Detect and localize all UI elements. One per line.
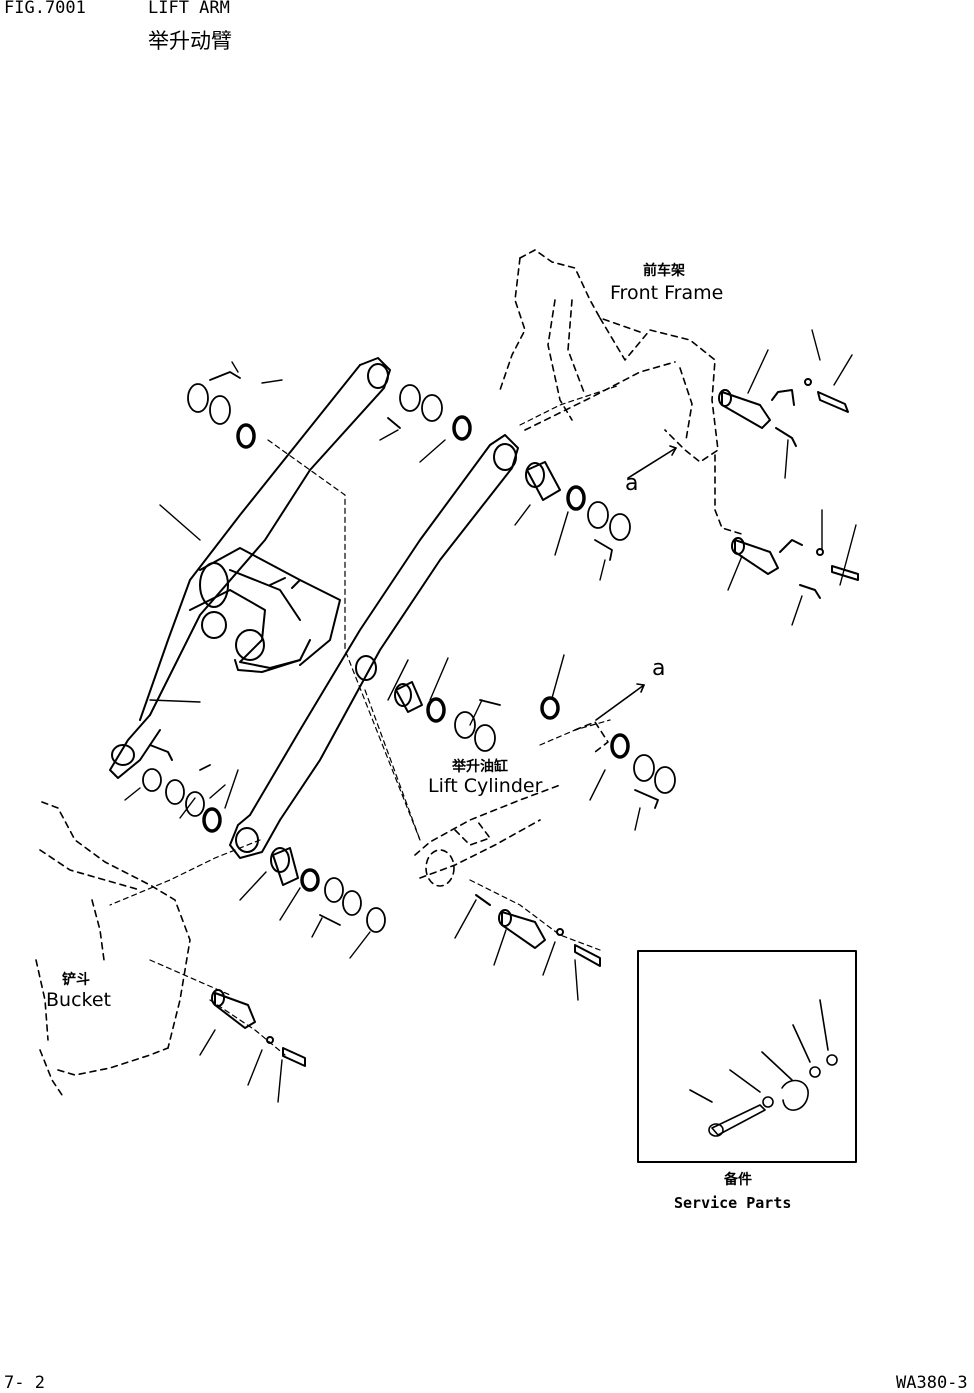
lift-arm-front-link (229, 434, 519, 859)
service-parts-label-cn: 备件 (724, 1172, 752, 1188)
seals (202, 415, 630, 892)
figure-title: LIFT ARM (148, 0, 230, 18)
front-frame-label: Front Frame (610, 282, 724, 304)
reference-lines (109, 384, 621, 1056)
bucket-label: Bucket (46, 989, 111, 1011)
service-parts-label: Service Parts (674, 1194, 792, 1212)
model-number: WA380-3 (896, 1373, 968, 1393)
page-number: 7- 2 (4, 1373, 45, 1393)
shims-and-spacers (142, 371, 676, 933)
figure-number: FIG.7001 (4, 0, 86, 18)
reference-arrows (595, 445, 677, 721)
figure-title-chinese: 举升动臂 (148, 29, 232, 53)
lift-arm-rear-link (109, 357, 391, 779)
pins-and-bolts (149, 378, 859, 1067)
lift-cylinder-outline (414, 721, 609, 887)
front-frame-label-cn: 前车架 (643, 263, 685, 279)
reference-mark-a-lower: a (652, 656, 666, 681)
bucket-outline (35, 801, 191, 1096)
reference-mark-a-upper: a (625, 471, 639, 496)
front-frame-outline (499, 249, 746, 536)
service-parts-box (637, 950, 857, 1163)
bushings (270, 461, 561, 886)
cross-tube-and-bracket (189, 547, 341, 673)
bucket-label-cn: 铲斗 (62, 972, 90, 988)
lift-cylinder-label: Lift Cylinder (428, 775, 543, 797)
callout-leaders (124, 329, 857, 1103)
lift-cylinder-label-cn: 举升油缸 (452, 759, 508, 775)
